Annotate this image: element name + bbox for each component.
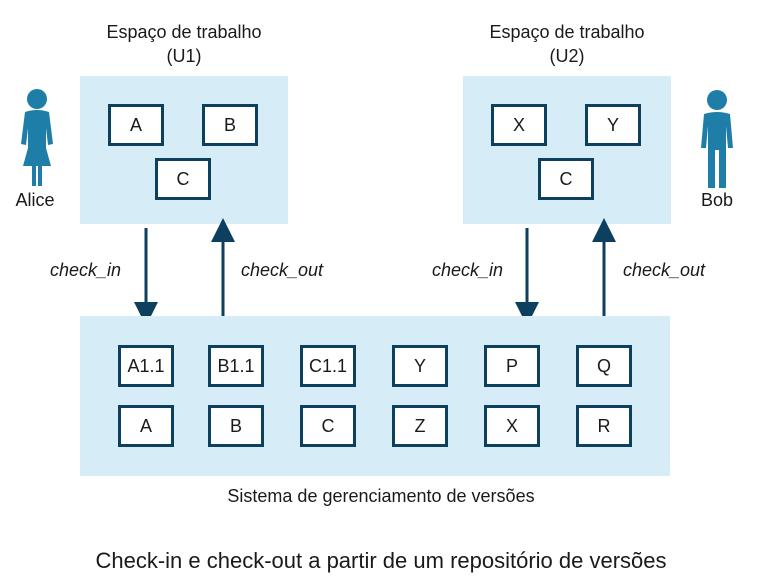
workspace-u2-file-x[interactable]: X bbox=[491, 104, 547, 146]
repo-file-r[interactable]: R bbox=[576, 405, 632, 447]
workspace-u2-title-line2: (U2) bbox=[549, 46, 585, 66]
workspace-u2-file-y[interactable]: Y bbox=[585, 104, 641, 146]
repo-file-p[interactable]: P bbox=[484, 345, 540, 387]
workspace-u1-file-b[interactable]: B bbox=[202, 104, 258, 146]
alice-check-in-label: check_in bbox=[50, 260, 122, 280]
repo-file-b[interactable]: B bbox=[208, 405, 264, 447]
repo-file-b1-1[interactable]: B1.1 bbox=[208, 345, 264, 387]
bob-person-icon bbox=[701, 90, 733, 188]
workspace-u2-file-c[interactable]: C bbox=[538, 158, 594, 200]
repository-panel: A1.1 B1.1 C1.1 Y P Q A B C Z X R bbox=[80, 316, 670, 476]
workspace-u2-title-line1: Espaço de trabalho bbox=[489, 22, 645, 42]
workspace-u1-file-a[interactable]: A bbox=[108, 104, 164, 146]
repo-file-a[interactable]: A bbox=[118, 405, 174, 447]
workspace-u1-title: Espaço de trabalho (U1) bbox=[74, 20, 294, 68]
repo-file-x[interactable]: X bbox=[484, 405, 540, 447]
alice-person-icon bbox=[21, 89, 53, 186]
repo-file-q[interactable]: Q bbox=[576, 345, 632, 387]
repo-file-z[interactable]: Z bbox=[392, 405, 448, 447]
bob-label: Bob bbox=[700, 190, 734, 210]
workspace-u1-title-line2: (U1) bbox=[166, 46, 202, 66]
workspace-u1-panel: A B C bbox=[80, 76, 288, 224]
repo-file-c1-1[interactable]: C1.1 bbox=[300, 345, 356, 387]
alice-check-out-label: check_out bbox=[241, 260, 324, 280]
workspace-u2-panel: X Y C bbox=[463, 76, 671, 224]
workspace-u2-title: Espaço de trabalho (U2) bbox=[457, 20, 677, 68]
workspace-u1-title-line1: Espaço de trabalho bbox=[106, 22, 262, 42]
bob-check-out-label: check_out bbox=[623, 260, 706, 280]
figure-caption: Check-in e check-out a partir de um repo… bbox=[95, 548, 667, 573]
repo-file-y[interactable]: Y bbox=[392, 345, 448, 387]
repo-file-a1-1[interactable]: A1.1 bbox=[118, 345, 174, 387]
repo-file-c[interactable]: C bbox=[300, 405, 356, 447]
workspace-u1-file-c[interactable]: C bbox=[155, 158, 211, 200]
bob-check-in-label: check_in bbox=[432, 260, 504, 280]
repository-label: Sistema de gerenciamento de versões bbox=[227, 486, 535, 506]
alice-label: Alice bbox=[15, 190, 55, 210]
